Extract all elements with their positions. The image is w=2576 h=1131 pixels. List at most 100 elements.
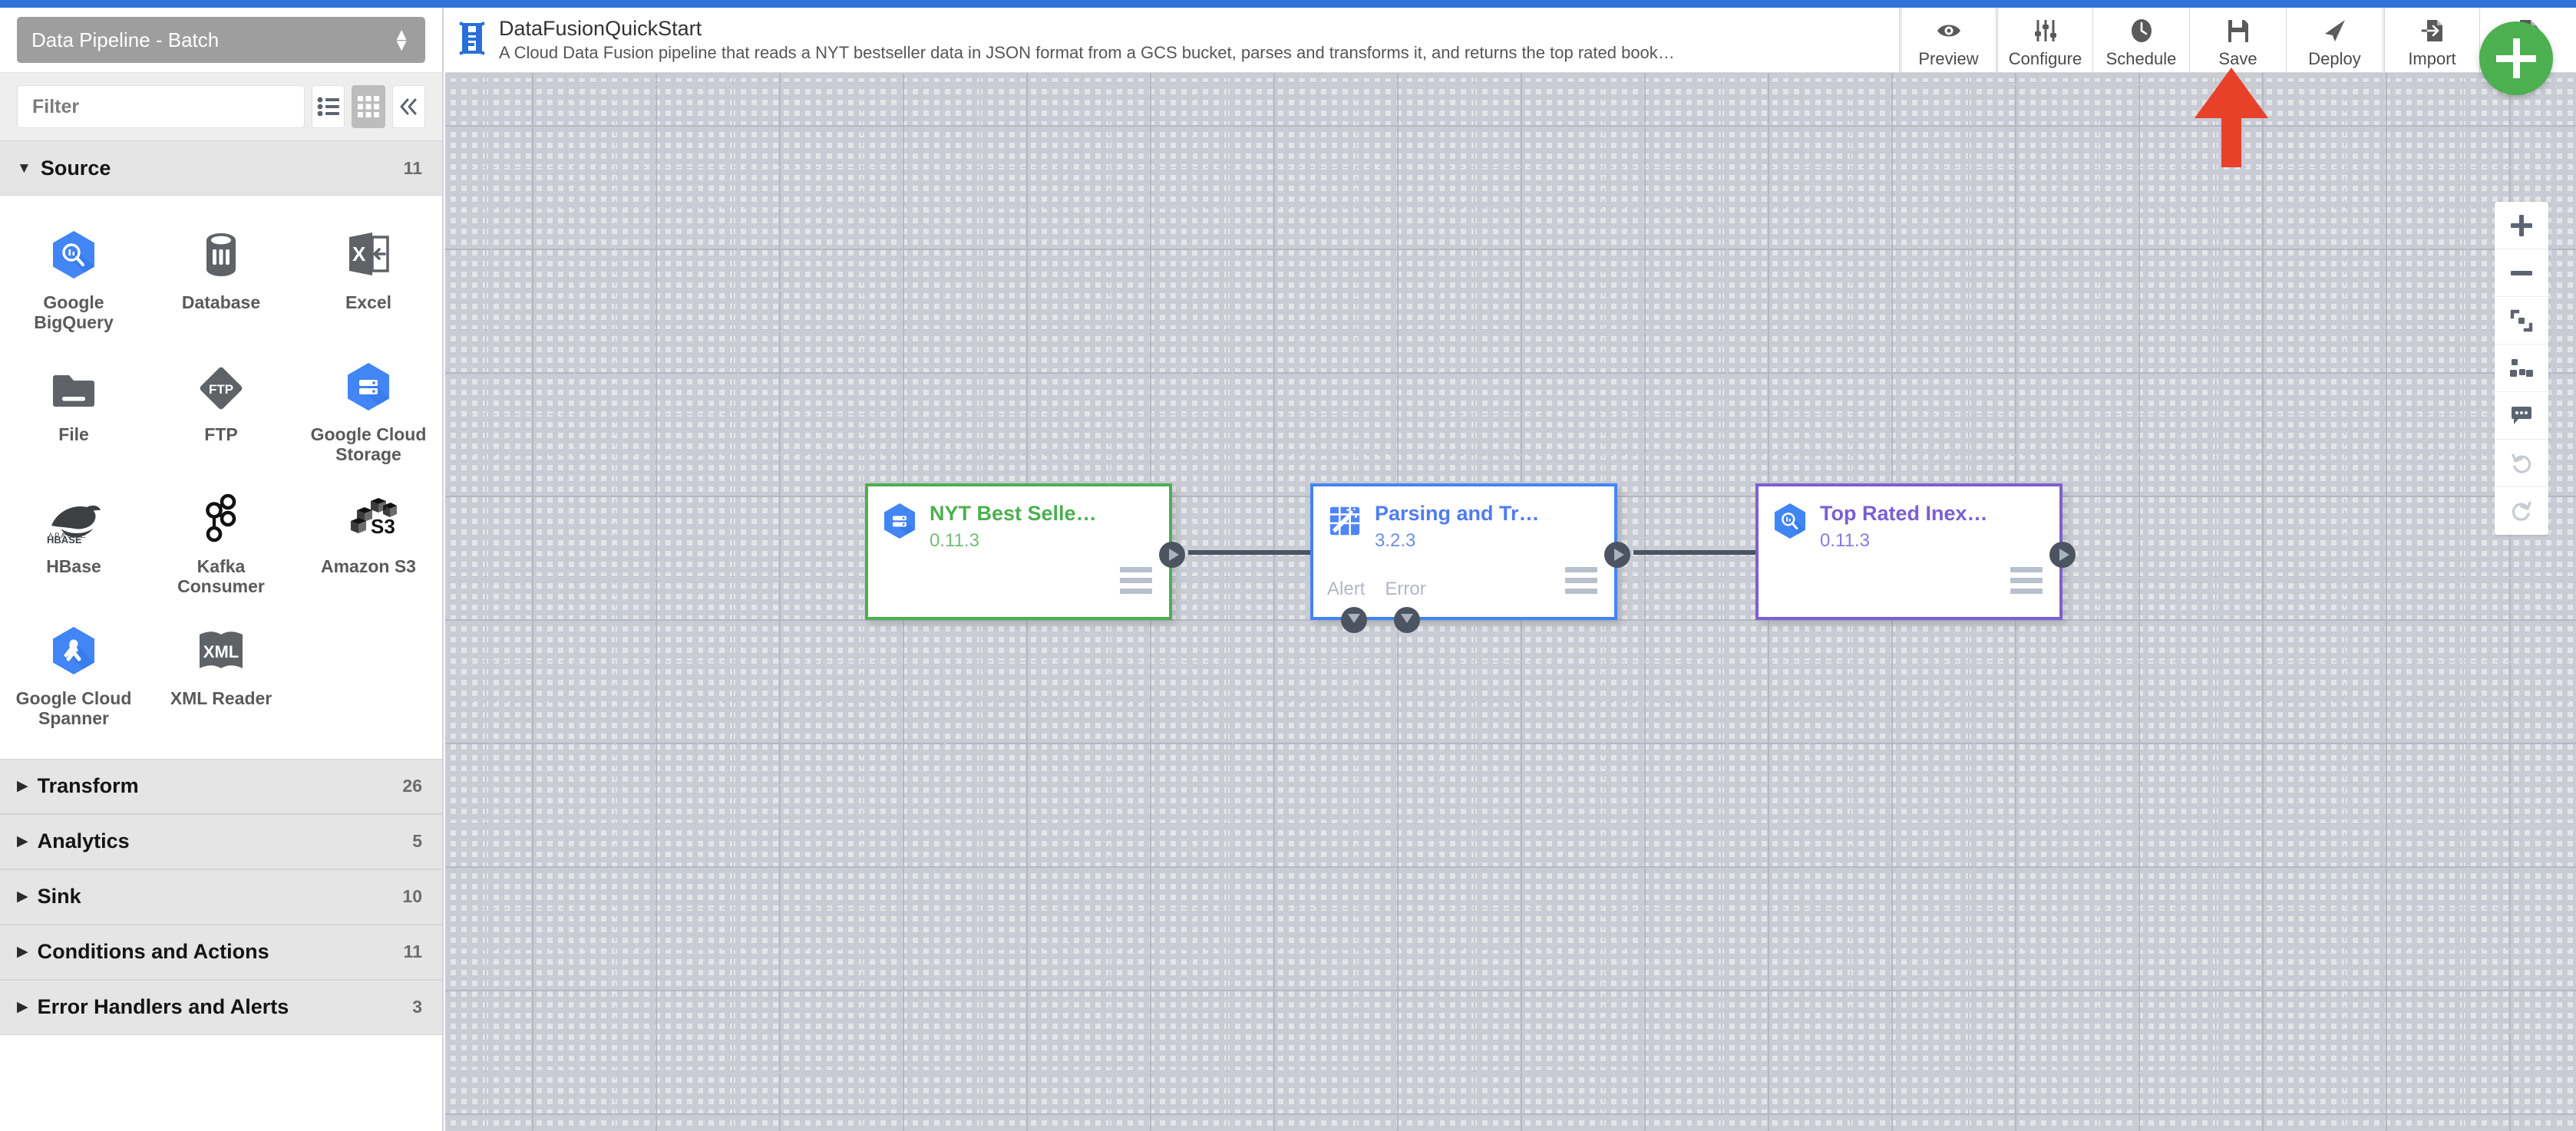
caret-down-icon: ▼ [17,160,31,176]
save-button[interactable]: Save [2189,8,2286,72]
plugin-label: Kafka Consumer [177,556,265,596]
plugin-xml-reader[interactable]: XML XML Reader [147,615,295,740]
connection-transform-to-sink[interactable] [1633,550,1801,555]
add-plugin-fab[interactable] [2479,21,2553,95]
sidebar-section-sink[interactable]: ▶ Sink 10 [0,869,442,925]
caret-right-icon: ▶ [17,778,28,795]
search-input[interactable] [17,85,305,128]
toolbar-label: Save [2218,49,2257,68]
plugin-google-cloud-storage[interactable]: Google Cloud Storage [295,351,442,476]
folder-icon [50,361,97,412]
pipeline-node-transform[interactable]: Parsing and Tr… 3.2.3 Alert Error [1310,483,1630,633]
plugin-ftp[interactable]: FTP FTP [147,351,295,476]
database-icon [197,229,245,280]
pipeline-type-select[interactable]: Data Pipeline - Batch ▲▼ [17,17,425,63]
top-accent-strip [0,0,2576,8]
plugin-database[interactable]: Database [147,219,295,345]
xml-icon: XML [195,625,247,676]
spanner-icon [50,625,97,676]
section-count: 5 [412,831,422,852]
redo-icon[interactable] [2495,487,2548,535]
pipeline-canvas[interactable]: NYT Best Selle… 0.11.3 [445,73,2576,1131]
schedule-button[interactable]: Schedule [2092,8,2189,72]
node-menu-icon[interactable] [1120,567,1152,594]
deploy-button[interactable]: Deploy [2286,8,2383,72]
kafka-icon [199,493,243,544]
plugin-file[interactable]: File [0,351,147,476]
sliders-icon [2033,15,2058,46]
pipeline-type-value: Data Pipeline - Batch [31,28,220,51]
plugin-hbase[interactable]: APACHE HBASE HBase [0,483,147,608]
ftp-icon: FTP [197,361,245,412]
plugin-google-bigquery[interactable]: Google BigQuery [0,219,147,345]
node-output-port[interactable] [2049,542,2076,568]
node-title: Top Rated Inex… [1820,502,1988,525]
grid-view-icon[interactable] [352,85,385,128]
comment-icon[interactable] [2495,392,2548,440]
page-title: DataFusionQuickStart [499,16,702,40]
sidebar-section-analytics[interactable]: ▶ Analytics 5 [0,813,442,869]
wrangler-icon [1327,502,1362,540]
zoom-out-button[interactable] [2495,249,2548,297]
svg-text:XML: XML [203,642,239,661]
sidebar-section-source[interactable]: ▼ Source 11 [0,140,442,196]
undo-icon[interactable] [2495,440,2548,487]
preview-button[interactable]: Preview [1899,8,1996,72]
gcs-icon [345,361,392,412]
node-output-port[interactable] [1604,542,1630,568]
plugin-amazon-s3[interactable]: S3 Amazon S3 [295,483,442,608]
section-count: 11 [403,941,422,962]
sidebar-section-conditions-and-actions[interactable]: ▶ Conditions and Actions 11 [0,924,442,980]
fit-screen-icon[interactable] [2495,297,2548,345]
node-alert-port[interactable] [1341,607,1367,633]
plugin-label: Google Cloud Storage [310,424,427,464]
caret-right-icon: ▶ [17,889,28,905]
pipeline-node-sink[interactable]: Top Rated Inex… 0.11.3 [1755,483,2076,620]
pipeline-node-source[interactable]: NYT Best Selle… 0.11.3 [865,483,1185,620]
plugin-label: FTP [204,424,238,444]
node-title: NYT Best Selle… [930,502,1097,525]
plugin-google-cloud-spanner[interactable]: Google Cloud Spanner [0,615,147,740]
pipeline-type-selector-row: Data Pipeline - Batch ▲▼ [0,8,442,73]
pipeline-meta: DataFusionQuickStart A Cloud Data Fusion… [445,8,1899,72]
plugin-excel[interactable]: X Excel [295,219,442,345]
alert-endpoint-label: Alert [1327,579,1366,599]
plugin-label: Google Cloud Spanner [15,688,132,728]
toolbar-label: Schedule [2105,49,2177,68]
plugin-label: Amazon S3 [321,556,416,576]
section-count: 11 [403,157,422,178]
node-output-port[interactable] [1159,542,1185,568]
bigquery-icon [1772,502,1808,540]
align-nodes-icon[interactable] [2495,345,2548,392]
annotation-arrow-to-deploy [2189,68,2274,171]
section-title: Sink [37,885,81,908]
error-endpoint-label: Error [1385,579,1426,599]
section-title: Analytics [37,829,130,853]
section-title: Source [40,156,111,180]
node-menu-icon[interactable] [2010,567,2043,594]
configure-button[interactable]: Configure [1996,8,2092,72]
node-menu-icon[interactable] [1565,567,1597,594]
zoom-in-button[interactable] [2495,202,2548,249]
collapse-panel-icon[interactable] [391,85,425,128]
connection-source-to-transform[interactable] [1188,550,1356,555]
list-view-icon[interactable] [312,85,345,128]
excel-icon: X [345,229,392,280]
data-fusion-pipeline-icon [457,21,487,60]
toolbar-label: Deploy [2308,49,2361,68]
sidebar-section-transform[interactable]: ▶ Transform 26 [0,758,442,814]
import-button[interactable]: Import [2383,8,2479,72]
sidebar-filter-bar [0,73,442,140]
plugin-label: Database [181,292,261,312]
node-error-port[interactable] [1394,607,1420,633]
plugin-label: Excel [345,292,392,312]
eye-icon [1936,15,1962,46]
caret-right-icon: ▶ [17,944,28,961]
sidebar-section-error-handlers-and-alerts[interactable]: ▶ Error Handlers and Alerts 3 [0,979,442,1035]
hbase-icon: APACHE HBASE [44,493,104,544]
node-version: 0.11.3 [930,530,979,552]
import-file-icon [2421,15,2444,46]
plugin-kafka-consumer[interactable]: Kafka Consumer [147,483,295,608]
toolbar-label: Configure [2008,49,2082,68]
